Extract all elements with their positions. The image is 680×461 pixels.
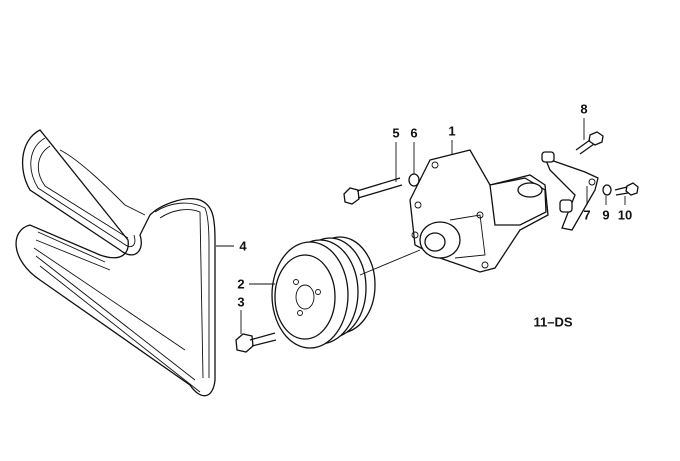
callout-10: 10 (617, 207, 633, 223)
washer-6 (408, 173, 420, 187)
leader-lines (216, 118, 626, 334)
callout-9: 9 (602, 207, 610, 223)
callout-8: 8 (580, 101, 588, 117)
drive-belt (15, 129, 216, 397)
long-bolt (343, 177, 403, 205)
bracket (541, 151, 599, 231)
callout-5: 5 (392, 125, 400, 141)
pulley-bolt (235, 332, 277, 353)
diagram-code: 11–DS (533, 314, 573, 330)
power-steering-pump (409, 149, 549, 273)
pulley (271, 236, 376, 349)
callout-4: 4 (239, 238, 247, 254)
callout-2: 2 (237, 276, 245, 292)
callout-7: 7 (583, 207, 591, 223)
callout-6: 6 (410, 125, 418, 141)
bolt-8 (575, 131, 604, 155)
callout-1: 1 (448, 123, 456, 139)
bolt-10 (614, 182, 639, 196)
callout-3: 3 (237, 294, 245, 310)
washer-9 (602, 184, 612, 196)
